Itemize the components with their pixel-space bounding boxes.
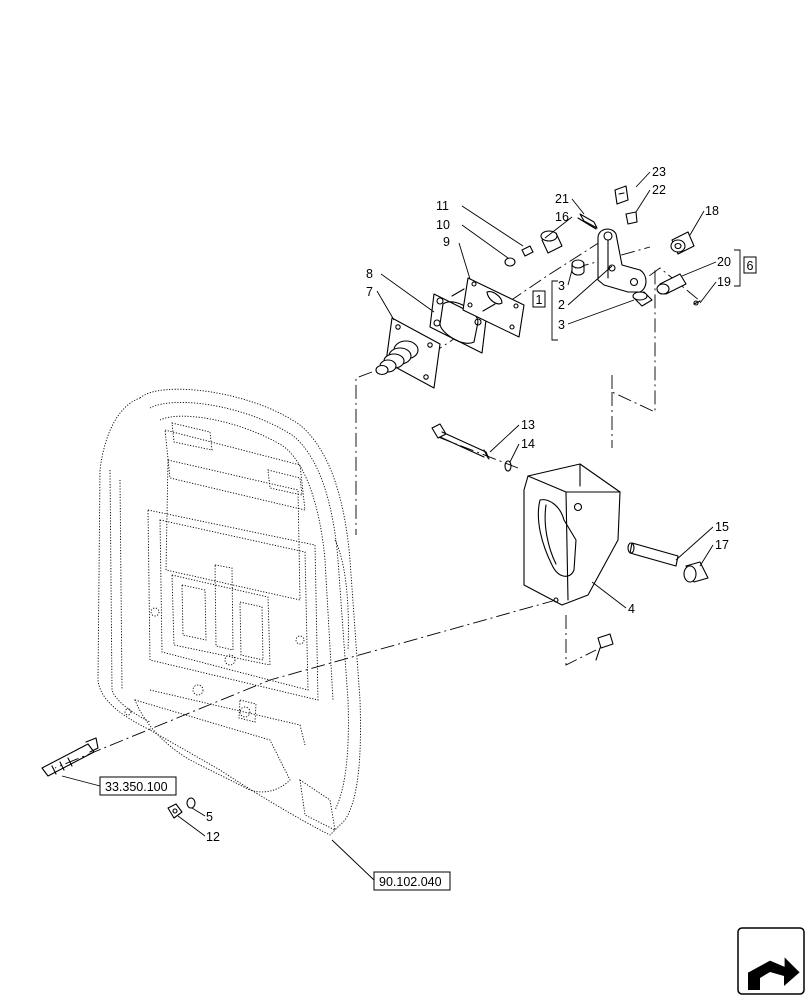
leader-lines [61, 171, 741, 881]
part-11-nut [521, 245, 534, 257]
part-15-pin [627, 542, 679, 567]
callout-21: 21 [555, 192, 569, 206]
reference-33-350-100[interactable]: 33.350.100 [105, 780, 168, 794]
part-10-washer [504, 257, 516, 267]
studs [451, 288, 496, 312]
callout-13: 13 [521, 418, 535, 432]
callout-20: 20 [717, 255, 731, 269]
boxed-callout-6: 6 [743, 256, 757, 274]
part-20-pin [656, 273, 687, 295]
part-16-bushing [540, 230, 563, 254]
callout-12: 12 [206, 830, 220, 844]
seat-bolt [41, 737, 99, 777]
callout-19: 19 [717, 275, 731, 289]
part-2-bracket [597, 228, 647, 293]
callout-4: 4 [628, 602, 635, 616]
part-8-gasket [429, 293, 487, 354]
part-12-nut [167, 803, 183, 819]
callout-3-bottom: 3 [558, 318, 565, 332]
callout-22: 22 [652, 183, 666, 197]
callout-17: 17 [715, 538, 729, 552]
screw-under-housing [595, 633, 614, 661]
part-21-bolt [577, 213, 598, 230]
alignment-lines [54, 241, 701, 769]
part-19-pin [693, 300, 701, 306]
callout-6: 6 [747, 259, 754, 273]
reference-90-102-040[interactable]: 90.102.040 [379, 875, 442, 889]
callout-5: 5 [206, 810, 213, 824]
part-14-washer [504, 460, 512, 472]
part-3-bushing-top [571, 259, 585, 276]
part-3-bushing-bottom [632, 291, 653, 307]
callout-14: 14 [521, 437, 535, 451]
callout-7: 7 [366, 285, 373, 299]
next-page-arrow-icon[interactable] [737, 927, 805, 995]
callout-11: 11 [436, 199, 449, 213]
reference-box-33-350-100[interactable]: 33.350.100 [99, 776, 177, 796]
part-5-washer [186, 797, 196, 809]
part-7-bellows-plate [375, 317, 441, 389]
callout-10: 10 [436, 218, 450, 232]
boxed-callout-1: 1 [532, 290, 546, 308]
callout-16: 16 [555, 210, 569, 224]
part-18-spacer [670, 231, 695, 255]
part-22-clip [625, 211, 638, 225]
callout-8: 8 [366, 267, 373, 281]
callout-15: 15 [715, 520, 729, 534]
callout-1: 1 [536, 293, 543, 307]
part-17-bushing [683, 561, 709, 583]
part-13-bolt [431, 423, 490, 460]
callout-3-top: 3 [558, 279, 565, 293]
reference-box-90-102-040[interactable]: 90.102.040 [373, 871, 451, 891]
seat-backrest-ghost [97, 388, 361, 836]
part-9-plate [462, 277, 525, 338]
callout-labels: 11 10 9 8 7 21 16 3 2 3 23 22 18 20 19 1… [206, 165, 731, 844]
callout-9: 9 [443, 235, 450, 249]
part-4-housing [523, 463, 621, 606]
callout-18: 18 [705, 204, 719, 218]
callout-23: 23 [652, 165, 666, 179]
part-23-clip [614, 185, 629, 205]
callout-2: 2 [558, 298, 565, 312]
